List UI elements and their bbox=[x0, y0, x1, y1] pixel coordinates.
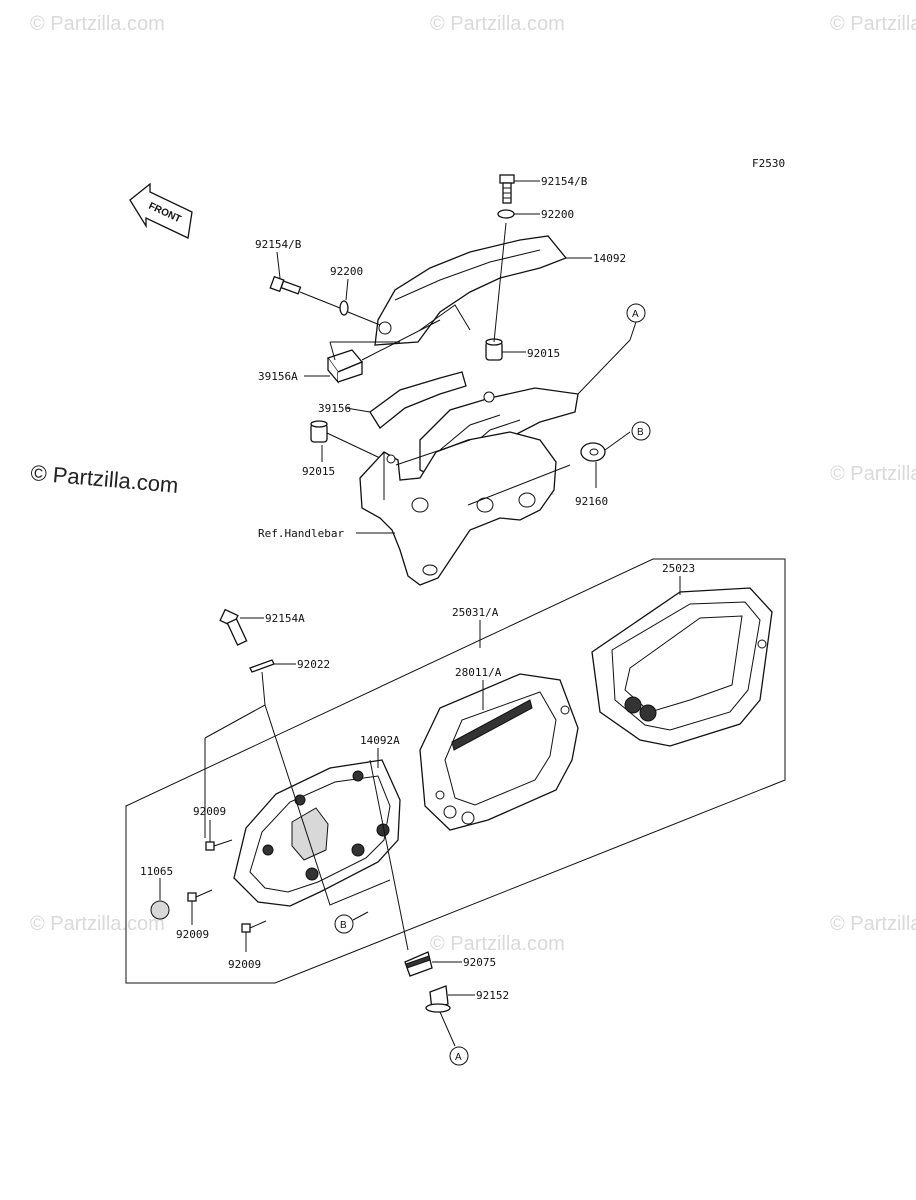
bolt-92154b-top bbox=[499, 174, 515, 204]
callout-b-bottom-label: B bbox=[340, 920, 347, 931]
watermark-main: © Partzilla.com bbox=[30, 460, 180, 498]
callout-a-top-label: A bbox=[632, 309, 639, 320]
callout-b-top-label: B bbox=[637, 427, 644, 438]
washer-92160 bbox=[580, 442, 606, 462]
collar-92152 bbox=[425, 985, 451, 1013]
label-92009-a: 92009 bbox=[193, 805, 226, 818]
callout-b-bottom: B bbox=[334, 914, 354, 934]
callout-a-bottom: A bbox=[449, 1046, 469, 1066]
lower-assembly: 25031/A 25023 28011/A bbox=[125, 558, 786, 1066]
watermark-top-center: © Partzilla.com bbox=[430, 13, 565, 35]
label-39156: 39156 bbox=[318, 402, 351, 415]
label-92022: 92022 bbox=[297, 658, 330, 671]
handlebar-clamp bbox=[359, 431, 557, 586]
cap-11065 bbox=[150, 900, 170, 920]
label-92200-left: 92200 bbox=[330, 265, 363, 278]
cover-14092 bbox=[374, 235, 568, 346]
meter-unit-28011a bbox=[419, 673, 579, 831]
meter-cover-25023 bbox=[591, 587, 773, 747]
label-92015-right: 92015 bbox=[527, 347, 560, 360]
label-92154a: 92154A bbox=[265, 612, 305, 625]
watermark-top-left: © Partzilla.com bbox=[30, 13, 165, 35]
label-92152: 92152 bbox=[476, 989, 509, 1002]
label-92009-c: 92009 bbox=[228, 958, 261, 971]
meter-housing-14092a bbox=[233, 759, 401, 907]
upper-assembly: 92154/B 92200 14092 92154/B 92200 bbox=[255, 174, 651, 586]
assembly-frame-25031a bbox=[125, 558, 786, 984]
label-ref-handlebar: Ref.Handlebar bbox=[258, 527, 344, 540]
label-92200-top: 92200 bbox=[541, 208, 574, 221]
screw-92009-b bbox=[187, 889, 213, 902]
watermark-bottom-right: © Partzilla.com bbox=[830, 913, 916, 935]
label-92009-b: 92009 bbox=[176, 928, 209, 941]
label-28011a: 28011/A bbox=[455, 666, 502, 679]
label-11065: 11065 bbox=[140, 865, 173, 878]
label-92015-left: 92015 bbox=[302, 465, 335, 478]
label-14092: 14092 bbox=[593, 252, 626, 265]
label-14092a: 14092A bbox=[360, 734, 400, 747]
callout-a-top: A bbox=[626, 303, 646, 323]
damper-strip-39156 bbox=[369, 371, 467, 429]
washer-92200-left bbox=[339, 300, 349, 316]
front-arrow-icon: FRONT bbox=[129, 182, 193, 239]
label-92154b-left: 92154/B bbox=[255, 238, 302, 251]
washer-92200-top bbox=[497, 209, 515, 219]
label-25031a: 25031/A bbox=[452, 606, 499, 619]
watermark-mid-right: © Partzilla.com bbox=[830, 463, 916, 485]
label-39156a: 39156A bbox=[258, 370, 298, 383]
label-25023: 25023 bbox=[662, 562, 695, 575]
damper-39156a bbox=[326, 349, 364, 384]
figure-code: F2530 bbox=[752, 157, 785, 170]
watermark-bottom-left: © Partzilla.com bbox=[30, 913, 165, 935]
grommet-92015-right bbox=[485, 338, 503, 361]
bolt-92154b-left bbox=[269, 275, 302, 295]
label-92075: 92075 bbox=[463, 956, 496, 969]
label-92154b-top: 92154/B bbox=[541, 175, 588, 188]
watermark-top-right: © Partzilla.com bbox=[830, 13, 916, 35]
washer-92022 bbox=[249, 659, 275, 673]
bolt-92154a bbox=[219, 608, 248, 646]
grommet-92015-left bbox=[310, 420, 328, 443]
callout-b-top: B bbox=[631, 421, 651, 441]
screw-92009-c bbox=[241, 920, 267, 933]
callout-a-bottom-label: A bbox=[455, 1052, 462, 1063]
watermark-bottom-center: © Partzilla.com bbox=[430, 933, 565, 955]
grommet-92075 bbox=[404, 951, 433, 977]
label-92160: 92160 bbox=[575, 495, 608, 508]
